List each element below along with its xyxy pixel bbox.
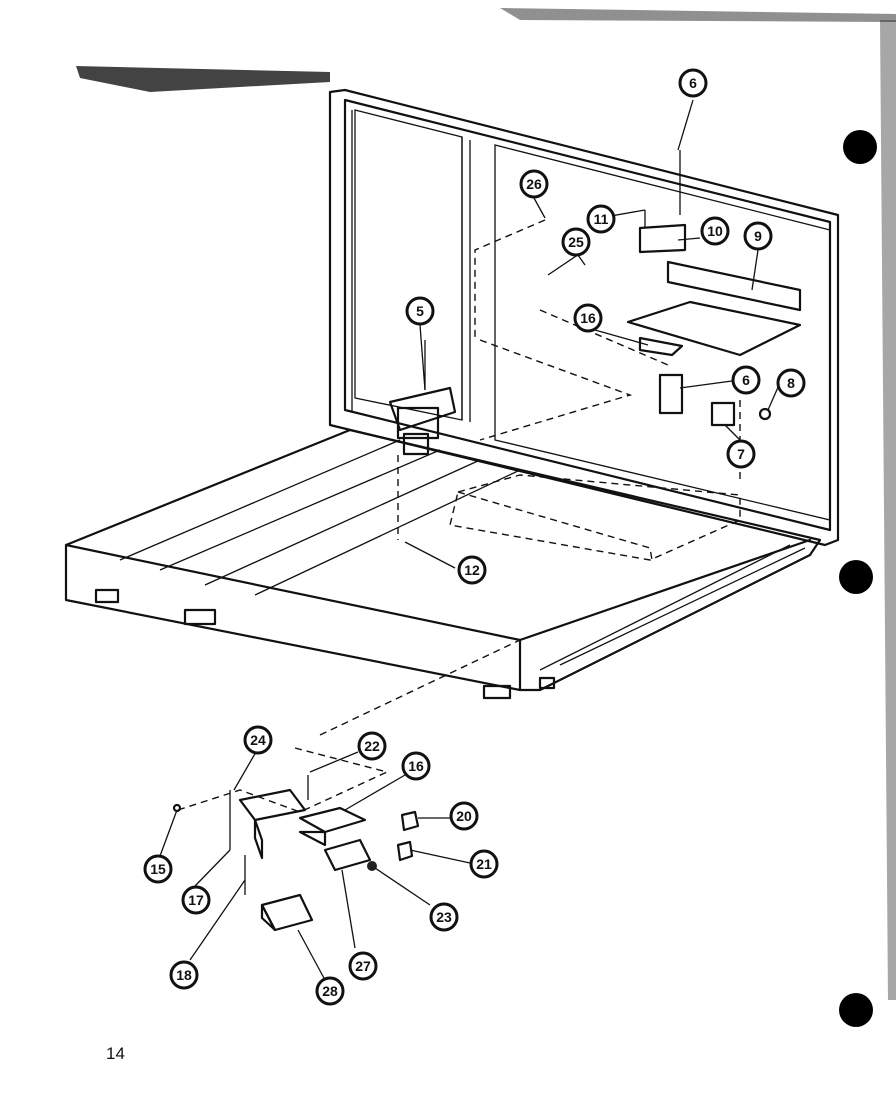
svg-text:6: 6 <box>742 372 750 388</box>
svg-text:23: 23 <box>436 909 452 925</box>
callout-24: 24 <box>243 725 273 755</box>
base-tray <box>64 428 822 700</box>
svg-text:17: 17 <box>188 892 204 908</box>
svg-text:25: 25 <box>568 234 584 250</box>
callout-18: 18 <box>169 960 199 990</box>
svg-text:16: 16 <box>580 310 596 326</box>
svg-text:11: 11 <box>594 211 609 227</box>
callout-7: 7 <box>726 439 756 469</box>
svg-text:7: 7 <box>737 446 745 462</box>
scan-edge <box>76 8 896 1000</box>
svg-text:16: 16 <box>408 758 424 774</box>
callout-17: 17 <box>181 885 211 915</box>
lower-switch-assembly <box>172 747 420 932</box>
callout-10: 10 <box>700 216 730 246</box>
callout-6-mid: 6 <box>731 365 761 395</box>
back-panel <box>328 88 840 547</box>
svg-text:15: 15 <box>150 861 166 877</box>
callout-leaders <box>159 99 780 981</box>
svg-text:28: 28 <box>322 983 338 999</box>
binder-holes <box>839 130 877 1027</box>
callout-5: 5 <box>405 296 435 326</box>
callout-8: 8 <box>776 368 806 398</box>
callout-20: 20 <box>449 801 479 831</box>
callout-15: 15 <box>143 854 173 884</box>
svg-text:6: 6 <box>689 75 697 91</box>
callout-12: 12 <box>457 555 487 585</box>
callout-16-low: 16 <box>401 751 431 781</box>
svg-text:20: 20 <box>456 808 472 824</box>
svg-text:9: 9 <box>754 228 762 244</box>
upper-switch-parts <box>547 150 802 427</box>
svg-text:5: 5 <box>416 303 424 319</box>
page-number: 14 <box>106 1044 125 1063</box>
callout-26: 26 <box>519 169 549 199</box>
svg-text:10: 10 <box>707 223 723 239</box>
callout-9: 9 <box>743 221 773 251</box>
svg-text:22: 22 <box>364 738 380 754</box>
svg-text:8: 8 <box>787 375 795 391</box>
svg-text:21: 21 <box>476 856 492 872</box>
svg-text:24: 24 <box>250 732 266 748</box>
svg-text:27: 27 <box>355 958 371 974</box>
callout-11: 11 <box>586 204 616 234</box>
callout-22: 22 <box>357 731 387 761</box>
callout-28: 28 <box>315 976 345 1006</box>
callout-23: 23 <box>429 902 459 932</box>
svg-text:18: 18 <box>176 967 192 983</box>
svg-text:12: 12 <box>464 562 480 578</box>
callout-27: 27 <box>348 951 378 981</box>
callout-21: 21 <box>469 849 499 879</box>
callout-25: 25 <box>561 227 591 257</box>
callout-6-top: 6 <box>678 68 708 98</box>
svg-text:26: 26 <box>526 176 542 192</box>
callout-16-top: 16 <box>573 303 603 333</box>
